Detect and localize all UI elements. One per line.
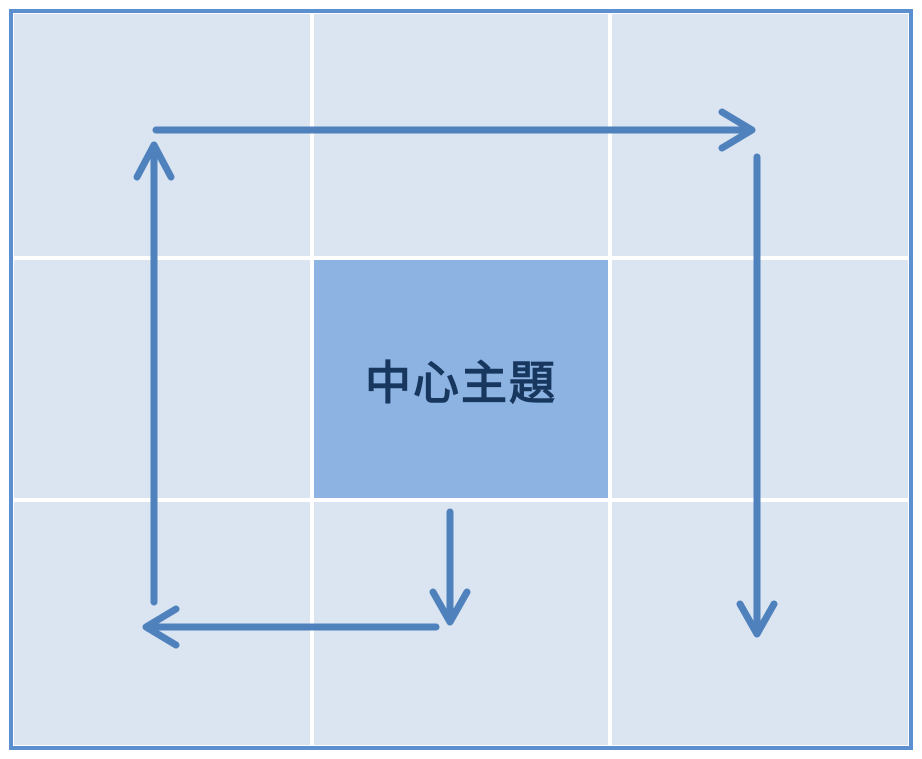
flow-arrows	[133, 108, 778, 649]
arrow-up-left	[133, 141, 175, 606]
arrow-down-right	[736, 153, 778, 638]
cell-top-center	[314, 14, 608, 256]
arrow-left-bottom	[142, 605, 440, 649]
cell-top-left	[14, 14, 310, 256]
arrow-right-top	[152, 108, 756, 152]
arrow-down-center	[429, 508, 471, 626]
grid-cells	[14, 14, 908, 745]
cell-center	[314, 260, 608, 498]
cell-middle-left	[14, 260, 310, 498]
